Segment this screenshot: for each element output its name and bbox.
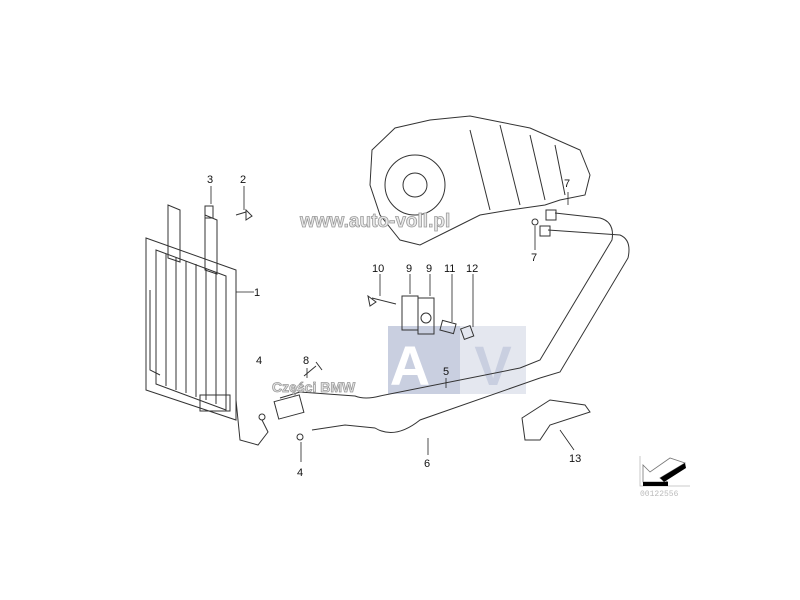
callout-12: 12 [466,263,478,275]
oil-lines [273,212,630,433]
callout-8: 8 [303,355,309,367]
callout-9: 9 [426,263,432,275]
orientation-arrow-icon [639,456,690,487]
callout-9: 9 [406,263,412,275]
leader-lines [210,186,575,462]
screw-part-2 [235,208,253,221]
parts-watermark: Części BMW [272,379,356,395]
callout-4: 4 [256,355,262,367]
callout-1: 1 [254,287,260,299]
callout-7: 7 [531,252,537,264]
drawing-code: 00122556 [640,490,679,499]
callout-10: 10 [372,263,384,275]
callout-2: 2 [240,174,246,186]
callout-3: 3 [207,174,213,186]
callout-4: 4 [297,467,303,479]
callout-13: 13 [569,453,581,465]
logo-letter-a: A [390,334,430,397]
bracket-part-13 [521,399,591,441]
site-watermark: www.auto-voll.pl [299,211,450,232]
callout-5: 5 [443,366,449,378]
clamp-parts [258,209,557,441]
transmission [369,115,591,246]
callout-6: 6 [424,458,430,470]
callout-11: 11 [444,263,455,275]
clip-part-3 [204,205,214,219]
logo-letter-v: V [474,334,511,397]
callout-7: 7 [564,178,570,190]
oil-cooler [145,204,269,446]
